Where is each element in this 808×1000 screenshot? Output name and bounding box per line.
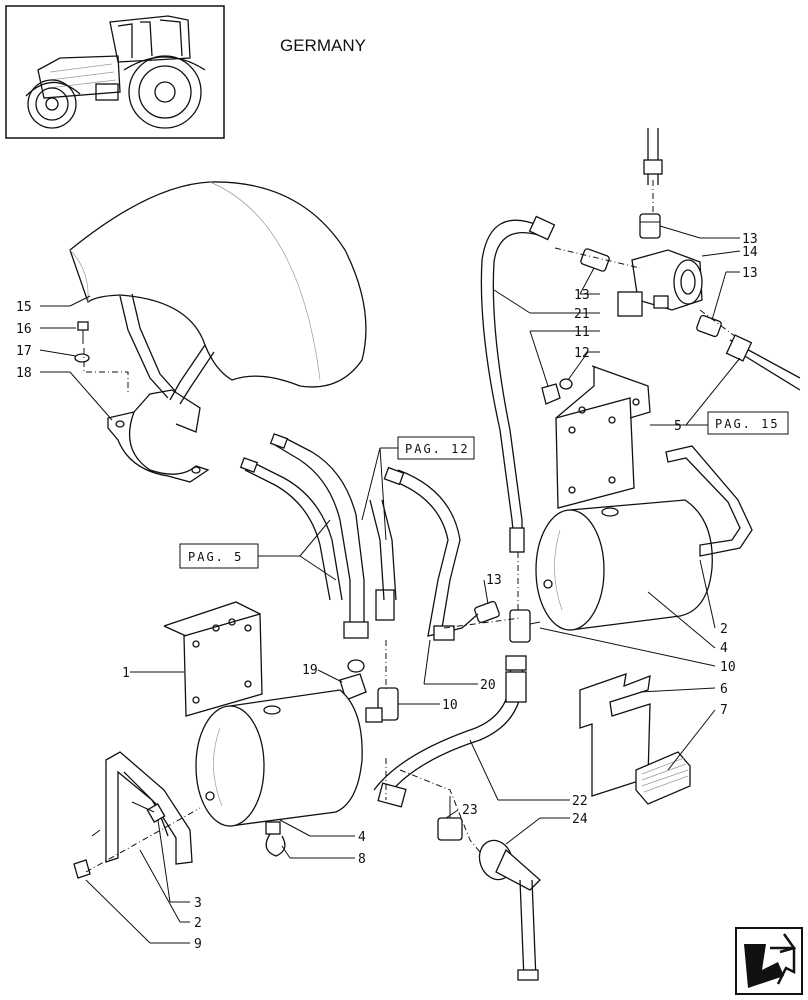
callout-24: 24	[572, 812, 588, 827]
pipe-right	[725, 334, 801, 391]
callout-2b: 2	[194, 916, 202, 931]
air-tank-left	[195, 689, 363, 827]
relay-valve-14	[617, 249, 703, 317]
callout-3: 3	[194, 896, 202, 911]
hose-bundle	[239, 433, 397, 639]
pipe-22	[373, 655, 527, 808]
tee-10-left	[365, 687, 399, 723]
bracket-5	[555, 365, 651, 509]
fitting-13-right	[696, 314, 722, 338]
callout-16: 16	[16, 322, 32, 337]
callout-11: 11	[574, 325, 590, 340]
callout-8: 8	[358, 852, 366, 867]
coupling-24	[478, 839, 541, 981]
callout-6: 6	[720, 682, 728, 697]
tractor-thumbnail	[5, 5, 225, 139]
axis-left-strap	[85, 807, 201, 873]
nut-11	[541, 383, 561, 405]
country-label: GERMANY	[280, 36, 366, 55]
callout-13c: 13	[574, 288, 590, 303]
page-ref-pag5[interactable]: PAG. 5	[179, 543, 259, 569]
callout-13b: 13	[742, 266, 758, 281]
callout-23: 23	[462, 803, 478, 818]
callout-20: 20	[480, 678, 496, 693]
callout-13d: 13	[486, 573, 502, 588]
leader-lines	[39, 225, 741, 944]
callout-4a: 4	[720, 641, 728, 656]
callout-18: 18	[16, 366, 32, 381]
callout-9: 9	[194, 937, 202, 952]
air-tank-right	[535, 499, 713, 631]
callout-17: 17	[16, 344, 32, 359]
drain-valve-8	[265, 821, 286, 857]
callout-10a: 10	[720, 660, 736, 675]
callout-13a: 13	[742, 232, 758, 247]
callout-5: 5	[674, 419, 682, 434]
page-turn-arrow-icon[interactable]	[735, 927, 803, 995]
tee-23	[437, 796, 463, 841]
svg-text:PAG. 5: PAG. 5	[188, 550, 243, 564]
rear-fender	[69, 181, 367, 405]
bolt-9	[73, 829, 101, 879]
svg-text:PAG. 12: PAG. 12	[405, 442, 470, 456]
washer-12	[559, 378, 573, 390]
axis-16-17	[83, 348, 129, 392]
callout-labels: 15 16 17 18 13 14 13 13 21 11 12 5 2 4 1…	[16, 232, 758, 952]
callout-21: 21	[574, 307, 590, 322]
tee-10-right	[509, 609, 541, 643]
axis-lower	[385, 758, 481, 853]
strap-left	[105, 751, 193, 865]
axis-valve	[554, 247, 741, 341]
callout-7: 7	[720, 703, 728, 718]
plate-6	[579, 673, 651, 797]
tractor-icon	[25, 15, 206, 129]
page-ref-pag15[interactable]: PAG. 15	[707, 411, 789, 435]
fitting-13-left	[580, 248, 610, 272]
page-ref-pag12[interactable]: PAG. 12	[397, 436, 475, 460]
bracket-1	[163, 601, 263, 717]
strap-right	[665, 445, 753, 557]
reflector-7	[635, 751, 691, 805]
callout-2a: 2	[720, 622, 728, 637]
bolt-3	[131, 801, 166, 823]
callout-12: 12	[574, 346, 590, 361]
pipe-20	[383, 466, 479, 641]
callout-22: 22	[572, 794, 588, 809]
svg-text:PAG. 15: PAG. 15	[715, 417, 780, 431]
callout-14: 14	[742, 245, 758, 260]
bolt-16	[77, 321, 89, 344]
callout-15: 15	[16, 300, 32, 315]
fitting-13-top	[639, 213, 661, 239]
callout-1: 1	[122, 666, 130, 681]
brake-hose-21	[480, 215, 556, 553]
callout-19: 19	[302, 663, 318, 678]
pipe-top	[643, 128, 663, 212]
callout-4b: 4	[358, 830, 366, 845]
fitting-13-center	[474, 600, 500, 624]
washer-17	[74, 353, 90, 363]
clamp-bracket	[107, 389, 210, 483]
callout-10b: 10	[442, 698, 458, 713]
